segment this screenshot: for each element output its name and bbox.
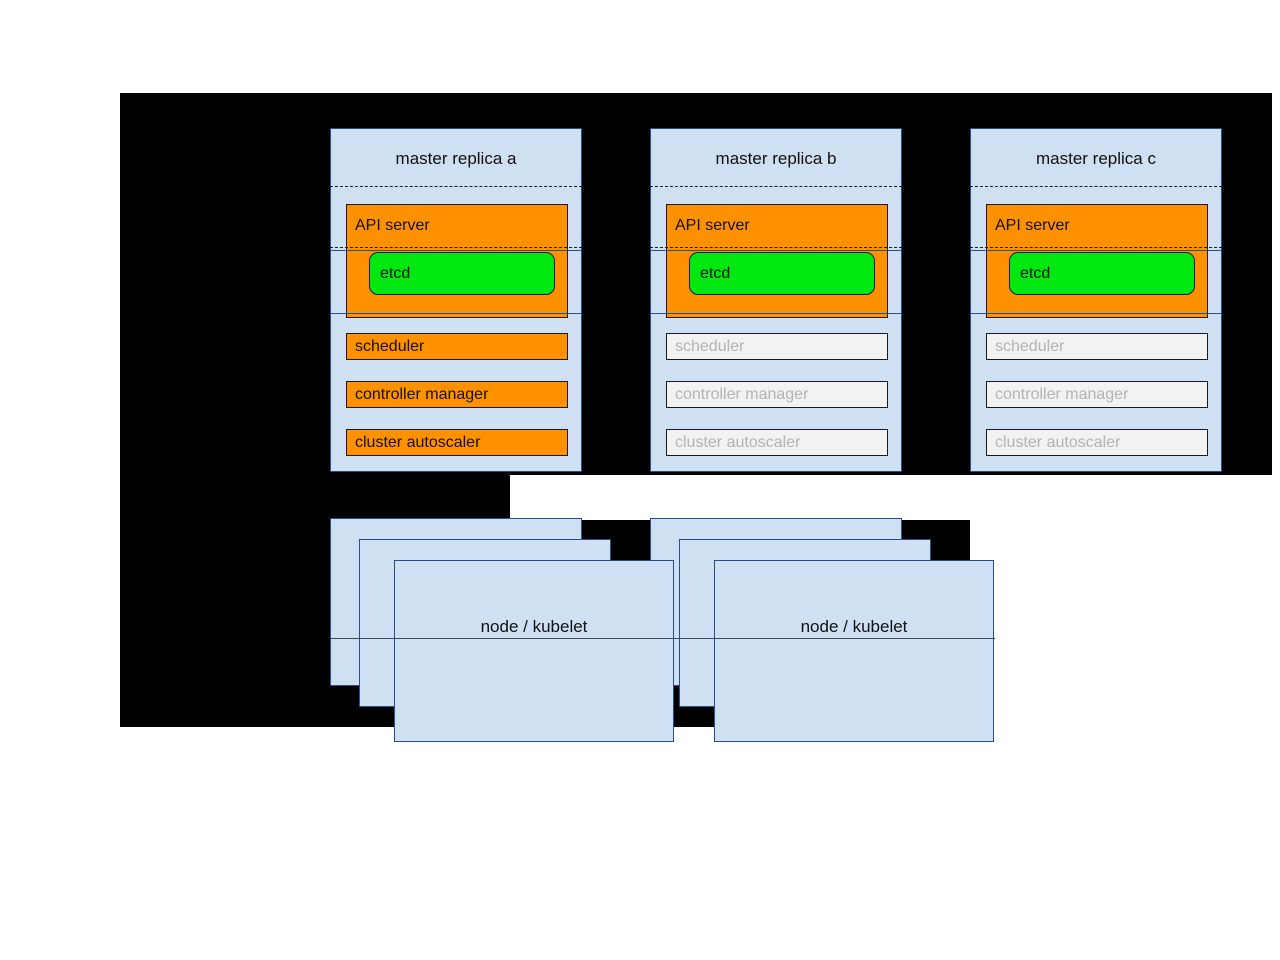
node-kubelet-label-1: node / kubelet xyxy=(480,617,588,636)
divider-solid-top xyxy=(650,250,902,251)
master-replica-b[interactable]: master replica b API server etcd schedul… xyxy=(650,128,902,472)
component-controller-manager-b[interactable]: controller manager xyxy=(666,381,888,408)
component-scheduler-a[interactable]: scheduler xyxy=(346,333,568,360)
api-server-block-c[interactable]: API server etcd xyxy=(986,204,1208,318)
api-server-label-a: API server xyxy=(355,217,430,234)
divider-solid-bottom xyxy=(970,313,1222,314)
etcd-box-b[interactable]: etcd xyxy=(689,252,875,295)
master-replica-a[interactable]: master replica a API server etcd schedul… xyxy=(330,128,582,472)
master-replica-c-title: master replica c xyxy=(1036,149,1156,168)
component-cluster-autoscaler-b[interactable]: cluster autoscaler xyxy=(666,429,888,456)
master-replica-c[interactable]: master replica c API server etcd schedul… xyxy=(970,128,1222,472)
master-replica-a-title: master replica a xyxy=(395,149,517,168)
component-scheduler-c[interactable]: scheduler xyxy=(986,333,1208,360)
divider-solid-top xyxy=(330,250,582,251)
divider-solid-top xyxy=(970,250,1222,251)
component-cluster-autoscaler-c[interactable]: cluster autoscaler xyxy=(986,429,1208,456)
divider-dashed-bottom xyxy=(330,247,582,248)
component-controller-manager-a[interactable]: controller manager xyxy=(346,381,568,408)
divider-dashed-top xyxy=(970,186,1222,187)
divider-solid-bottom xyxy=(330,313,582,314)
etcd-box-c[interactable]: etcd xyxy=(1009,252,1195,295)
divider-dashed-bottom xyxy=(970,247,1222,248)
divider-dashed-bottom xyxy=(650,247,902,248)
etcd-box-a[interactable]: etcd xyxy=(369,252,555,295)
node-divider-1 xyxy=(330,638,675,639)
api-server-label-c: API server xyxy=(995,217,1070,234)
divider-solid-bottom xyxy=(650,313,902,314)
divider-dashed-top xyxy=(330,186,582,187)
node-card-front[interactable]: node / kubelet xyxy=(394,560,674,742)
component-cluster-autoscaler-a[interactable]: cluster autoscaler xyxy=(346,429,568,456)
node-kubelet-label-2: node / kubelet xyxy=(800,617,908,636)
api-server-block-a[interactable]: API server etcd xyxy=(346,204,568,318)
node-divider-2 xyxy=(650,638,995,639)
divider-dashed-top xyxy=(650,186,902,187)
component-scheduler-b[interactable]: scheduler xyxy=(666,333,888,360)
node-card-front[interactable]: node / kubelet xyxy=(714,560,994,742)
master-replica-b-title: master replica b xyxy=(715,149,837,168)
api-server-label-b: API server xyxy=(675,217,750,234)
component-controller-manager-c[interactable]: controller manager xyxy=(986,381,1208,408)
api-server-block-b[interactable]: API server etcd xyxy=(666,204,888,318)
